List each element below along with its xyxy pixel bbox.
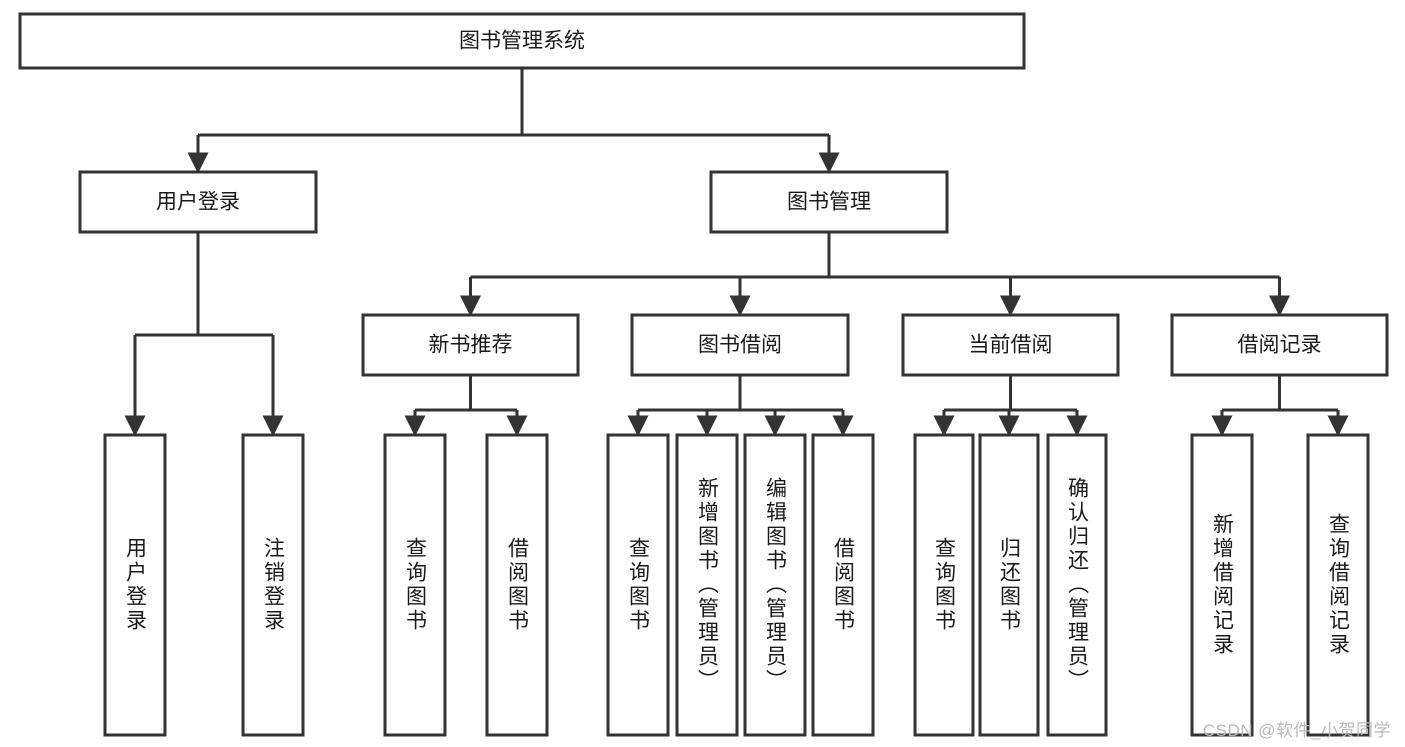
node-label-book-manage: 图书管理 [787,191,871,214]
node-label-borrow-record: 借阅记录 [1238,334,1322,357]
node-label-current-borrow: 当前借阅 [969,334,1053,357]
node-box-new-book-rec[interactable] [361,313,580,377]
node-box-leaf-rec-borrow-book[interactable] [485,433,549,737]
node-box-user-login[interactable] [78,170,318,234]
node-box-leaf-borrow-borrow-book[interactable] [811,433,875,737]
node-box-book-borrow[interactable] [630,313,850,377]
node-box-book-manage[interactable] [709,170,949,234]
node-box-leaf-borrow-add-book[interactable] [675,433,739,737]
node-box-leaf-rec-query-record[interactable] [1306,433,1370,737]
edge-layer [124,68,1349,437]
node-box-leaf-user-logout[interactable] [241,433,305,737]
node-label-user-login: 用户登录 [156,191,240,214]
node-label-book-borrow: 图书借阅 [698,334,782,357]
node-box-leaf-cur-return-book[interactable] [978,433,1040,737]
node-box-leaf-rec-add-record[interactable] [1190,433,1254,737]
node-label-new-book-rec: 新书推荐 [429,334,513,357]
node-box-current-borrow[interactable] [901,313,1120,377]
watermark: CSDN @软件_小贺同学 [1202,721,1391,740]
node-label-root: 图书管理系统 [459,30,585,53]
node-box-leaf-borrow-edit-book[interactable] [743,433,807,737]
node-box-leaf-user-login[interactable] [103,433,167,737]
node-box-leaf-cur-confirm-return[interactable] [1046,433,1108,737]
node-box-leaf-borrow-query-book[interactable] [606,433,670,737]
node-box-borrow-record[interactable] [1170,313,1389,377]
node-box-leaf-cur-query-book[interactable] [913,433,975,737]
node-box-root[interactable] [18,12,1026,70]
node-box-leaf-rec-query-book[interactable] [383,433,447,737]
